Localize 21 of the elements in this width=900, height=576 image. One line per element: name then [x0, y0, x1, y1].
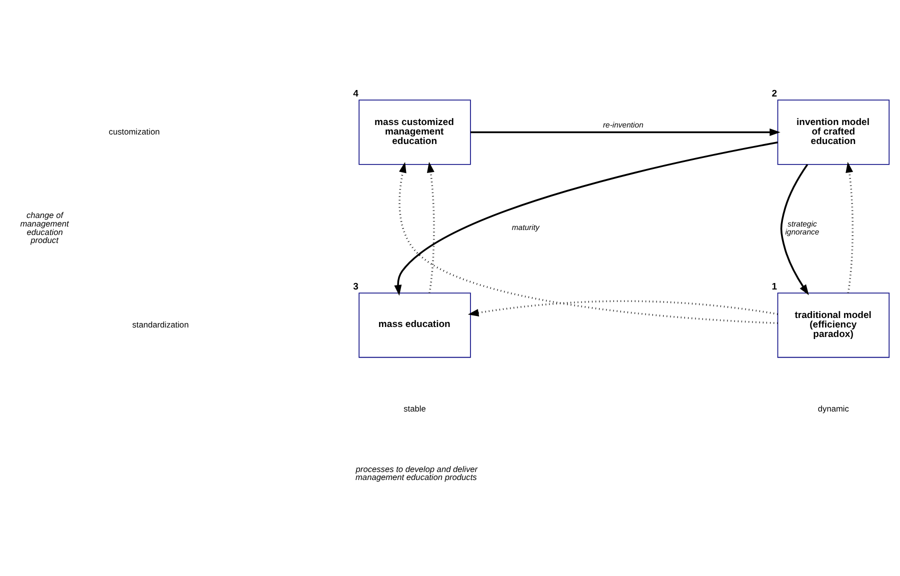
label: customization	[108, 126, 160, 136]
node-label: 4	[352, 88, 358, 100]
node-box: mass education	[358, 292, 470, 358]
label: change of management education product	[20, 210, 68, 246]
arrow	[398, 162, 778, 324]
node-box: traditional model (efficiency paradox)	[776, 292, 890, 358]
label: processes to develop and deliver management education products	[355, 464, 478, 482]
arrow	[467, 300, 778, 316]
arrow	[394, 142, 778, 296]
node-label: 1	[771, 281, 777, 292]
label: stable	[403, 404, 426, 414]
arrow	[470, 128, 780, 136]
label: standardization	[132, 319, 188, 330]
arrow	[845, 162, 854, 294]
node-box: mass customized management education	[358, 100, 470, 165]
label: dynamic	[817, 404, 848, 414]
arrow	[780, 164, 808, 296]
arrow	[426, 162, 434, 294]
node-label: 3	[352, 281, 358, 292]
node-box: invention model of crafted education	[776, 100, 890, 165]
node-label: 2	[771, 88, 777, 100]
